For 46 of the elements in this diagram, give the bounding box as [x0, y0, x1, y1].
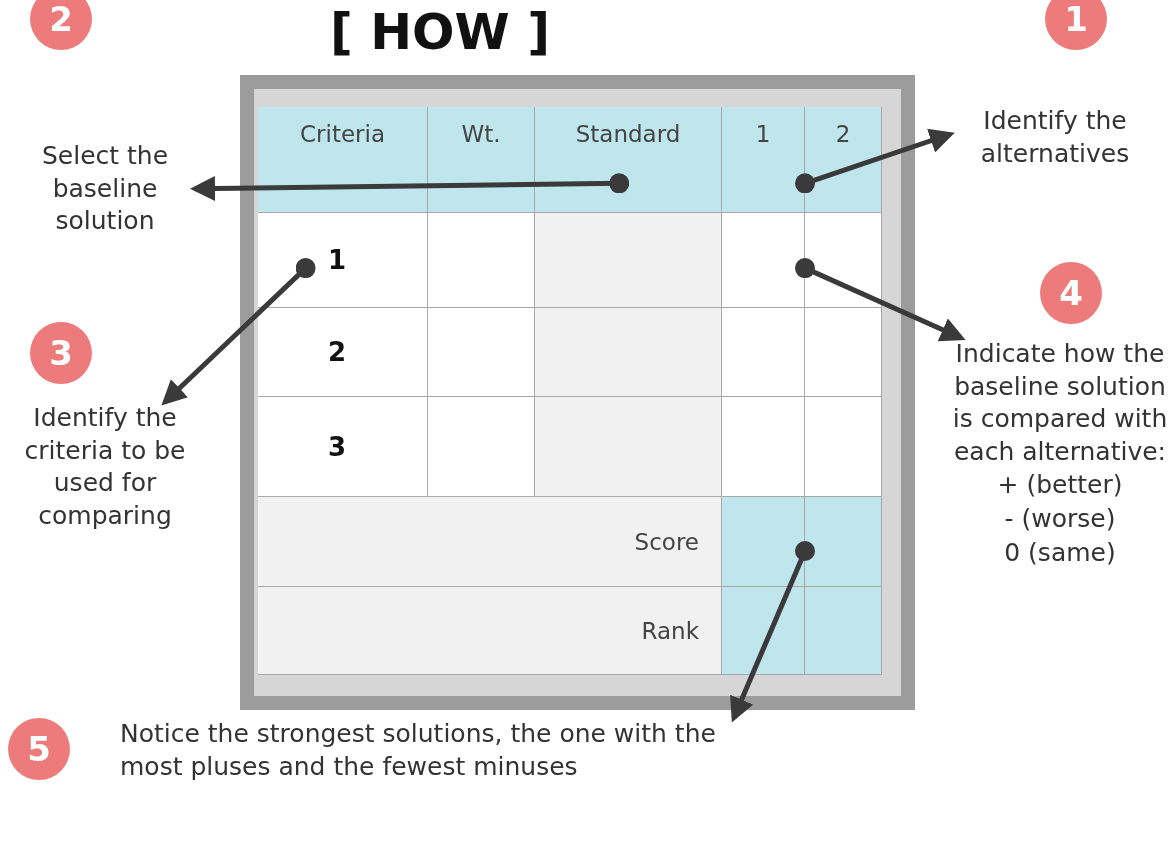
step-number-badge: 1	[1045, 0, 1107, 50]
column-header: 1	[722, 107, 805, 213]
row-label: Score	[258, 497, 722, 587]
annotation-text: Identify the alternatives	[950, 105, 1160, 170]
table-cell	[805, 497, 882, 587]
table-cell	[805, 587, 882, 675]
legend-item: + (better)	[996, 469, 1124, 501]
table-cell	[722, 587, 805, 675]
table-cell	[428, 213, 535, 308]
matrix-table-frame	[240, 75, 915, 710]
annotation-text: Select the baseline solution	[15, 140, 195, 238]
table-cell	[535, 397, 722, 497]
step-number-badge: 5	[8, 718, 70, 780]
column-header: Criteria	[258, 107, 428, 213]
leader-line	[795, 258, 966, 342]
table-cell	[535, 213, 722, 308]
row-label: Rank	[258, 587, 722, 675]
annotation-text: Identify the criteria to be used for comparing	[5, 402, 205, 532]
table-cell	[428, 397, 535, 497]
column-header: Standard	[535, 107, 722, 213]
table-cell	[722, 397, 805, 497]
table-cell	[805, 308, 882, 397]
table-cell	[722, 308, 805, 397]
table-cell	[805, 397, 882, 497]
leader-line	[161, 258, 316, 406]
row-number: 3	[258, 397, 428, 497]
step-number-badge: 4	[1040, 262, 1102, 324]
table-cell	[428, 308, 535, 397]
annotation-text: Notice the strongest solutions, the one with the most pluses and the fewest minuses	[120, 718, 740, 783]
title: [ HOW ]	[329, 2, 551, 62]
row-number: 1	[258, 213, 428, 308]
row-number: 2	[258, 308, 428, 397]
table-cell	[805, 213, 882, 308]
legend-item: - (worse)	[1003, 502, 1117, 535]
column-header: 2	[805, 107, 882, 213]
table-cell	[722, 213, 805, 308]
legend-item: 0 (same)	[1003, 536, 1117, 569]
leader-line	[795, 128, 955, 194]
table-cell	[535, 308, 722, 397]
annotation-text: Indicate how the baseline solution is compared with each alternative:	[951, 338, 1169, 468]
leader-line	[190, 173, 630, 201]
column-header: Wt.	[428, 107, 535, 213]
leader-line	[730, 541, 815, 723]
step-number-badge: 2	[30, 0, 92, 50]
table-cell	[722, 497, 805, 587]
step-number-badge: 3	[30, 322, 92, 384]
